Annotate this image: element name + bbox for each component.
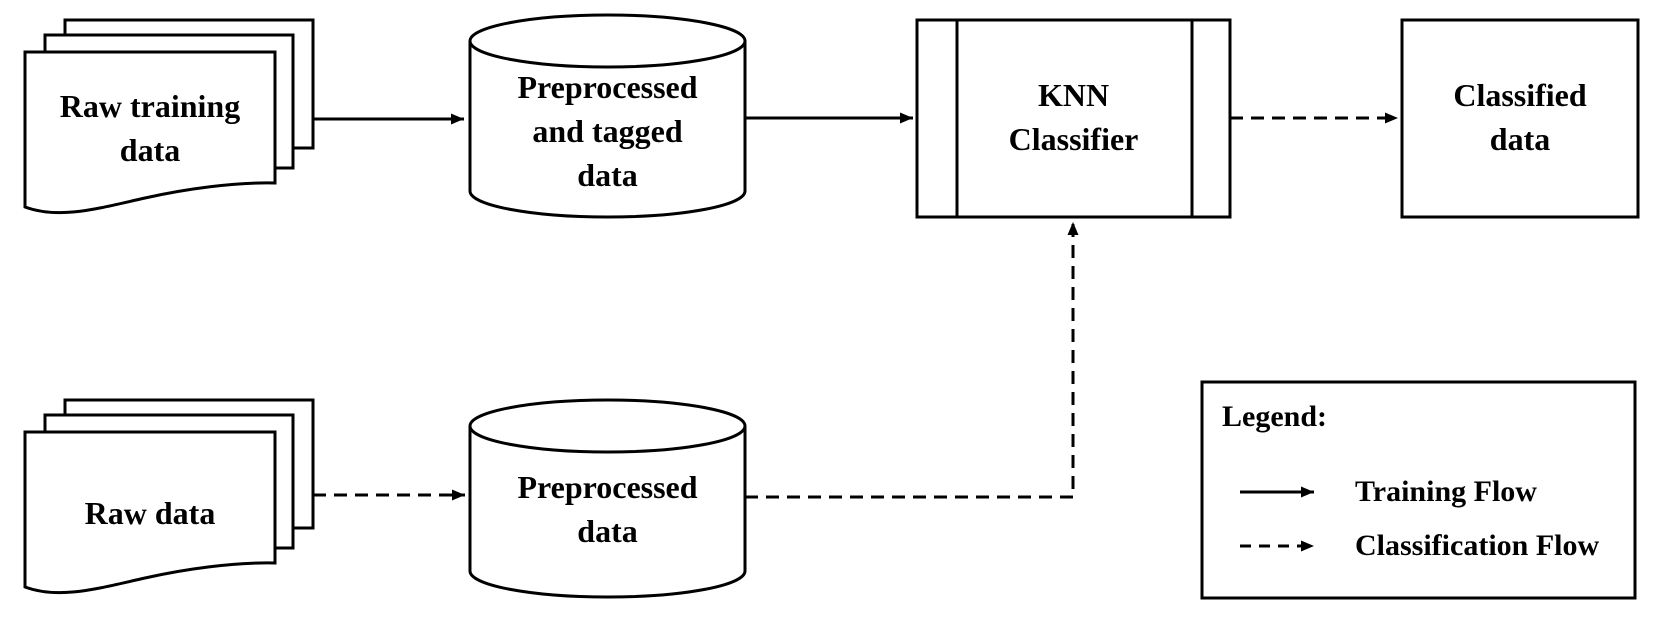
document-front-page bbox=[23, 430, 277, 595]
preprocessed-data-shape bbox=[468, 398, 747, 599]
legend-box bbox=[1200, 380, 1637, 600]
raw-training-data-shape bbox=[23, 18, 315, 215]
cylinder-body bbox=[468, 398, 747, 599]
legend-entry-training-flow: Training Flow bbox=[1355, 475, 1537, 508]
cylinder-top-rim bbox=[468, 40, 747, 69]
cylinder-body bbox=[468, 13, 747, 219]
legend-title: Legend: bbox=[1222, 400, 1327, 433]
document-front-page bbox=[23, 50, 277, 215]
classified-data-shape bbox=[1400, 18, 1640, 219]
knn-classifier-shape bbox=[915, 18, 1232, 219]
raw-data-shape bbox=[23, 398, 315, 595]
cylinder-top-rim bbox=[468, 425, 747, 454]
edge-preprocessed-to-knn bbox=[745, 222, 1079, 499]
process-box bbox=[915, 18, 1232, 219]
legend-entry-classification-flow: Classification Flow bbox=[1355, 529, 1600, 562]
preprocessed-tagged-data-shape bbox=[468, 13, 747, 219]
